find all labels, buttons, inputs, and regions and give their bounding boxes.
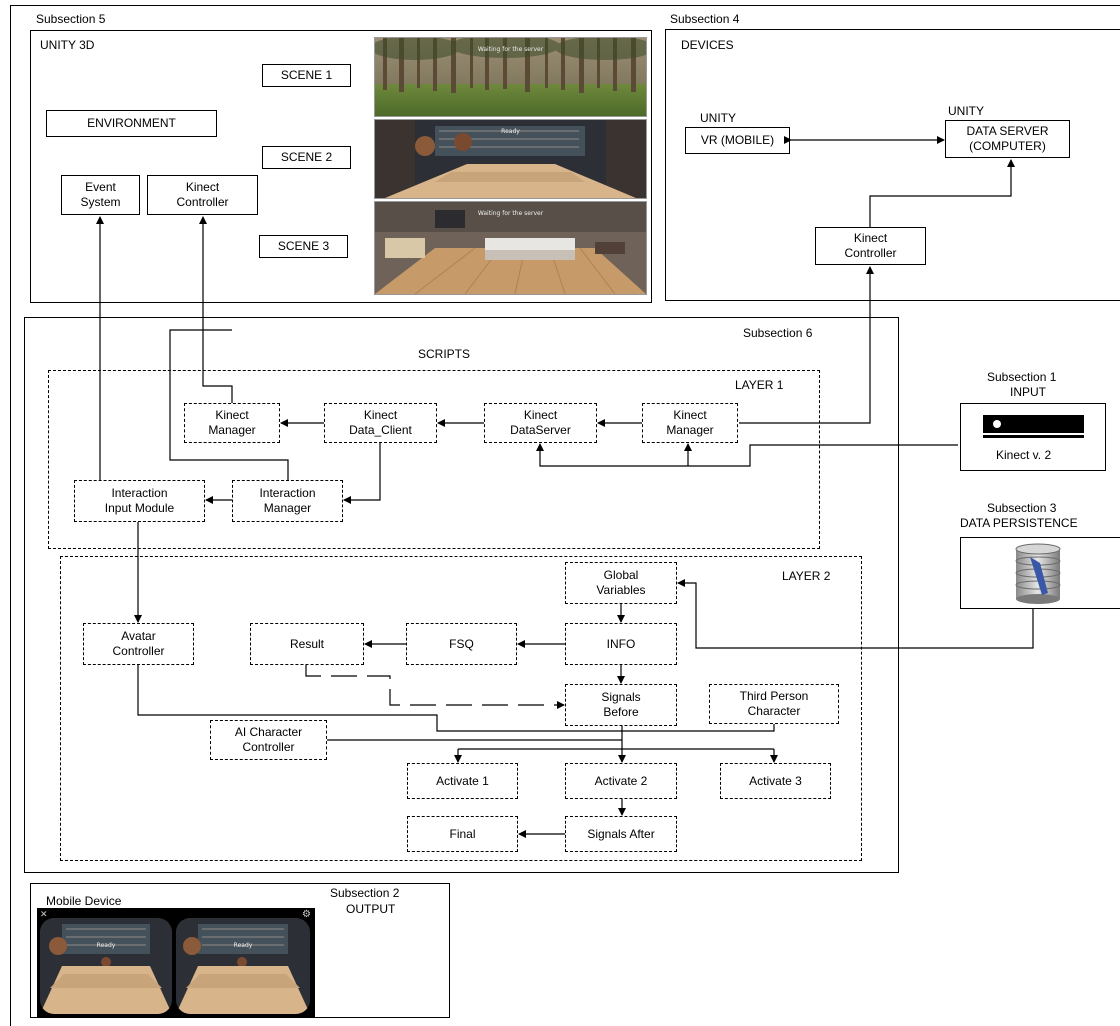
layer2-panel (60, 556, 862, 861)
outer-frame-top (10, 5, 1120, 6)
avatar-controller-box: Avatar Controller (83, 623, 194, 665)
right-eye-caption: Ready (233, 942, 253, 949)
close-icon[interactable]: ✕ (40, 909, 48, 919)
kinect-controller-box-devices: Kinect Controller (815, 227, 926, 265)
signals-before-box: Signals Before (565, 684, 677, 726)
kinect-dataserver-box: Kinect DataServer (484, 403, 597, 443)
info-box: INFO (565, 623, 677, 665)
mobile-device-label: Mobile Device (44, 894, 124, 908)
devices-label: DEVICES (681, 38, 734, 52)
subsection5-title: Subsection 5 (36, 12, 106, 26)
devices-panel (665, 29, 1120, 301)
ai-character-controller-box: AI Character Controller (210, 720, 327, 760)
kinect-sensor-icon (983, 415, 1084, 439)
fsq-box: FSQ (406, 623, 517, 665)
subsection6-title: Subsection 6 (743, 326, 813, 340)
scene1-box: SCENE 1 (262, 64, 351, 87)
kinect-device-panel (960, 403, 1106, 471)
unity3d-panel (30, 30, 652, 303)
scripts-label: SCRIPTS (418, 347, 471, 361)
scene3-box: SCENE 3 (259, 235, 348, 258)
scene2-caption: Ready (501, 128, 520, 135)
result-box: Result (250, 623, 364, 665)
signals-after-box: Signals After (565, 816, 677, 852)
kinect-controller-box-unity: Kinect Controller (147, 175, 258, 215)
subsection1-subtitle: INPUT (1010, 385, 1046, 399)
global-variables-box: Global Variables (565, 562, 677, 604)
kinect-device-label: Kinect v. 2 (996, 448, 1052, 462)
left-eye-view: Ready (40, 918, 172, 1014)
subsection3-title: Subsection 3 (987, 501, 1057, 515)
final-box: Final (407, 816, 518, 852)
left-eye-caption: Ready (96, 942, 116, 949)
layer1-panel (48, 370, 820, 549)
activate2-box: Activate 2 (565, 763, 677, 799)
gear-icon[interactable]: ⚙ (302, 909, 311, 920)
vr-mobile-box: VR (MOBILE) (685, 127, 790, 154)
third-person-character-box: Third Person Character (709, 684, 839, 724)
subsection4-title: Subsection 4 (670, 12, 740, 26)
activate1-box: Activate 1 (407, 763, 518, 799)
scene2-box: SCENE 2 (262, 146, 351, 169)
kinect-manager-left-box: Kinect Manager (184, 403, 280, 443)
unity3d-label: UNITY 3D (40, 38, 95, 52)
interaction-input-module-box: Interaction Input Module (74, 480, 205, 522)
interaction-manager-box: Interaction Manager (232, 480, 343, 522)
layer2-label: LAYER 2 (782, 569, 831, 583)
scene3-image: Waiting for the server (374, 201, 647, 295)
environment-box: ENVIRONMENT (46, 110, 217, 137)
scene1-caption: Waiting for the server (477, 46, 544, 53)
subsection3-subtitle: DATA PERSISTENCE (960, 516, 1078, 530)
data-server-box: DATA SERVER (COMPUTER) (945, 120, 1070, 158)
right-eye-view: Ready (176, 918, 310, 1014)
outer-frame-left (10, 5, 11, 1026)
kinect-data-client-box: Kinect Data_Client (324, 403, 437, 443)
scene1-image: Waiting for the server (374, 37, 647, 117)
layer1-label: LAYER 1 (735, 378, 784, 392)
database-icon (1012, 543, 1064, 605)
subsection2-subtitle: OUTPUT (346, 902, 396, 916)
scene3-caption: Waiting for the server (477, 210, 544, 217)
subsection2-title: Subsection 2 (330, 886, 400, 900)
scene2-image: Ready (374, 119, 647, 199)
event-system-box: Event System (61, 175, 140, 215)
unity-label-right: UNITY (948, 104, 984, 118)
subsection1-title: Subsection 1 (987, 370, 1057, 384)
kinect-manager-right-box: Kinect Manager (642, 403, 738, 443)
unity-label-left: UNITY (700, 111, 736, 125)
activate3-box: Activate 3 (720, 763, 831, 799)
database-panel (960, 537, 1120, 609)
